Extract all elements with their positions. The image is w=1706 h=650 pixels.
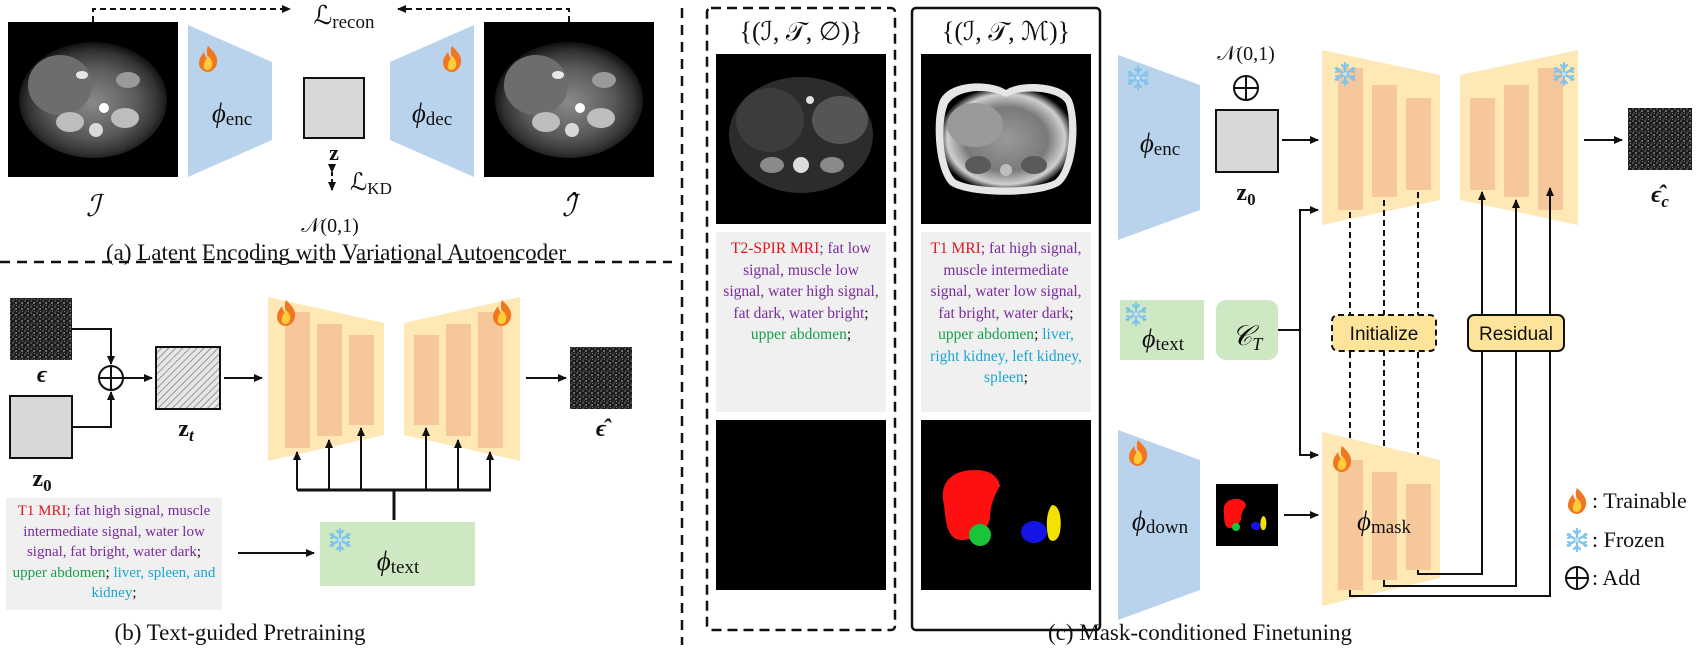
noise-image: [10, 298, 72, 360]
prior-label: 𝒩(0,1): [1217, 43, 1274, 65]
frozen-encoder: [1118, 55, 1200, 240]
prompt-region: upper abdomen: [12, 564, 106, 581]
unet-pretrain: [268, 297, 520, 461]
noise-arrow: [72, 328, 115, 365]
prompt-contrast: ; fat low signal, muscle low signal, wat…: [723, 240, 879, 322]
segmentation-mask-image: [921, 420, 1091, 590]
prompt-organs: liver, spleen, and kidney: [91, 564, 216, 602]
t1-prompt: T1 MRI; fat high signal, muscle intermed…: [921, 232, 1091, 412]
predicted-noise-image: [570, 347, 632, 409]
decoder-label: ϕdec: [412, 98, 452, 130]
initialize-badge: [1331, 314, 1437, 352]
empty-mask-placeholder: [716, 420, 886, 590]
encoder-label: ϕenc: [1140, 128, 1180, 160]
legend-add: : Add: [1592, 565, 1641, 590]
dataset-without-mask: [705, 6, 897, 632]
prompt-separator: ;: [1069, 304, 1074, 322]
legend-snowflake-icon: [1566, 527, 1588, 553]
text-encoder-label: ϕtext: [377, 546, 420, 578]
prompt-separator: ;: [196, 544, 202, 560]
add-icon: [98, 365, 124, 391]
reconstructed-mri-image: [484, 22, 654, 177]
predicted-noise-label: ϵ̂c: [1651, 182, 1669, 211]
text-encoder-pretrain: [320, 522, 475, 586]
predicted-noise-image: [1628, 108, 1692, 170]
z0-label: z0: [1236, 180, 1255, 209]
z0-latent: [1215, 109, 1279, 173]
text-condition: [1216, 300, 1278, 360]
predicted-noise-label: ϵ̂: [596, 416, 612, 442]
prompt-modality: T1 MRI: [17, 503, 67, 519]
prompt-separator: ;: [864, 304, 869, 322]
t2-prompt: T2-SPIR MRI; fat low signal, muscle low …: [716, 232, 886, 412]
recon-arrow-right: [397, 5, 570, 22]
reconstructed-image-label: ℐ̂: [562, 190, 581, 223]
residual-arrow: [1417, 191, 1486, 575]
prompt-region: upper abdomen: [750, 326, 847, 343]
set-without-mask-label: {(ℐ, 𝒯, ∅)}: [739, 17, 862, 46]
recon-loss-label: ℒrecon: [314, 1, 375, 33]
text-encoder: [1120, 300, 1204, 360]
vae-decoder: [390, 25, 474, 177]
prompt-modality: T1 MRI: [930, 240, 981, 257]
down-label: ϕdown: [1132, 506, 1189, 538]
ct-arrow-up: [1299, 206, 1319, 330]
t1-mri-image: [921, 54, 1091, 224]
t2-mri-image: [716, 54, 886, 224]
residual-label: Residual: [1479, 324, 1553, 345]
prompt-end: ;: [132, 585, 137, 601]
ct-arrow-down: [1299, 330, 1319, 459]
caption-c: (c) Mask-conditioned Finetuning: [1048, 620, 1353, 645]
mask-downsampler: [1118, 430, 1200, 620]
input-image-label: ℐ: [86, 190, 105, 223]
prior-label: 𝒩(0,1): [301, 215, 358, 237]
z0-latent: [9, 395, 73, 459]
latent-z-label: z: [329, 140, 339, 165]
recon-arrow-left: [92, 5, 291, 22]
prompt-contrast: ; fat high signal, muscle intermediate s…: [23, 503, 211, 560]
legend-flame-icon: [1568, 488, 1587, 514]
panel-c: {(ℐ, 𝒯, ∅)} {(ℐ, 𝒯, ℳ)}: [705, 6, 1692, 645]
text-encoder-label: ϕtext: [1142, 324, 1185, 355]
prompt-modality: T2-SPIR MRI: [731, 240, 820, 257]
encoder-label: ϕenc: [212, 98, 252, 130]
legend-frozen: : Frozen: [1592, 527, 1665, 552]
mask-thumbnail: [1216, 484, 1278, 546]
prompt-region: upper abdomen: [938, 326, 1035, 343]
z0-arrow: [72, 391, 115, 428]
vae-encoder: [188, 25, 272, 177]
kd-loss-label: ℒKD: [350, 170, 392, 198]
residual-badge: [1467, 314, 1565, 352]
input-mri-image: [8, 22, 178, 177]
residual-arrow: [1383, 199, 1520, 587]
prompt-separator: ;: [1034, 326, 1043, 343]
add-icon: [1233, 75, 1259, 101]
noise-label: ϵ: [37, 362, 48, 388]
initialize-label: Initialize: [1350, 324, 1419, 345]
prompt-organs: liver, right kidney, left kidney, spleen: [930, 326, 1082, 386]
set-with-mask-label: {(ℐ, 𝒯, ℳ)}: [942, 17, 1070, 46]
legend-add-icon: [1565, 566, 1589, 590]
caption-a: (a) Latent Encoding with Variational Aut…: [106, 240, 566, 265]
z0-label: z0: [32, 466, 51, 495]
caption-b: (b) Text-guided Pretraining: [115, 620, 366, 645]
prompt-end: ;: [846, 326, 852, 343]
dataset-with-mask: [910, 6, 1102, 632]
prompt-end: ;: [1023, 369, 1028, 386]
latent-z: [303, 77, 365, 139]
zt-latent: [155, 346, 221, 410]
mask-encoder-label: ϕmask: [1357, 506, 1412, 538]
legend-trainable: : Trainable: [1592, 488, 1687, 513]
pretrain-prompt: T1 MRI; fat high signal, muscle intermed…: [6, 498, 222, 610]
unet-frozen: [1322, 50, 1578, 225]
mask-encoder: [1322, 432, 1440, 606]
residual-arrow: [1349, 187, 1554, 597]
prompt-separator: ;: [105, 564, 110, 581]
panel-b: ϵ z0 zt ϵ̂: [9, 297, 632, 645]
zt-label: zt: [178, 416, 195, 445]
panel-a: ℐ ϕenc z ϕdec ℐ̂ ℒrecon ℒKD: [8, 1, 654, 265]
prompt-contrast: ; fat high signal, muscle intermediate s…: [930, 240, 1082, 322]
